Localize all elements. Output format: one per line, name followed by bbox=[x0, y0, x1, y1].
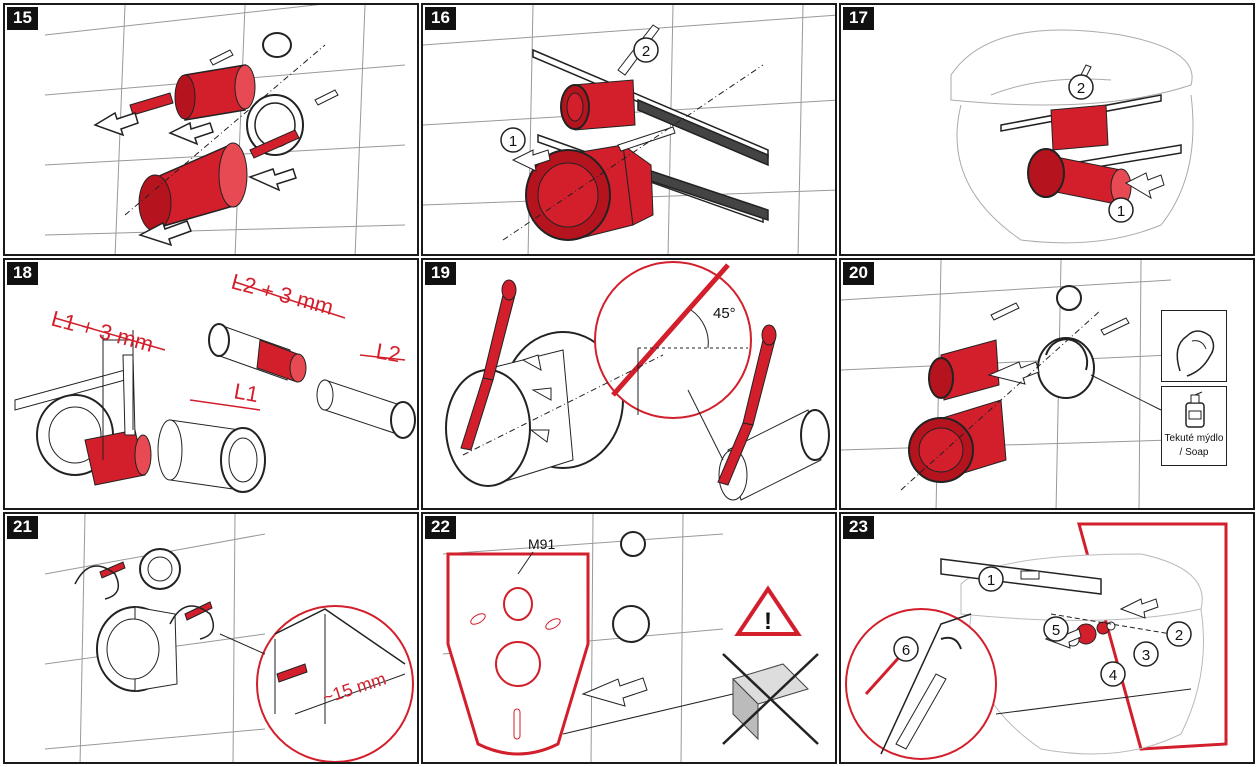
magnified-detail-circle: 45° bbox=[594, 261, 752, 419]
warning-triangle-icon: ! bbox=[734, 585, 802, 636]
red-pipe-part bbox=[928, 339, 1000, 401]
step-16-illustration: 2 1 bbox=[423, 5, 835, 254]
svg-text:1: 1 bbox=[1117, 203, 1125, 220]
dim-label-l2: L2 bbox=[374, 338, 402, 367]
step-22-panel: M91 ! 22 bbox=[421, 512, 837, 764]
step-23-illustration: 1 2 3 4 5 6 bbox=[845, 522, 1228, 760]
step-23-panel: 1 2 3 4 5 6 23 bbox=[839, 512, 1255, 764]
wc-bowl-outline bbox=[950, 29, 1194, 244]
step-18-illustration: L1 + 3 mm L2 + 3 mm L1 L2 bbox=[14, 269, 416, 493]
step-number: 15 bbox=[7, 7, 38, 30]
step-number: 19 bbox=[425, 262, 456, 285]
fixing-parts bbox=[1066, 621, 1116, 647]
red-pipe-part bbox=[1027, 148, 1132, 206]
callout-1 bbox=[1108, 197, 1134, 223]
sound-insulation-pad bbox=[446, 552, 590, 756]
dim-label-l1-plus-3: L1 + 3 mm bbox=[49, 306, 156, 357]
step-number: 22 bbox=[425, 516, 456, 539]
step-22-illustration: M91 ! bbox=[442, 514, 819, 762]
step-number: 17 bbox=[843, 7, 874, 30]
bolt-icon bbox=[99, 561, 213, 621]
callout-2 bbox=[633, 37, 659, 63]
step-number: 20 bbox=[843, 262, 874, 285]
step-19-panel: 45° 19 bbox=[421, 258, 837, 510]
soap-label-line1: Tekuté mýdlo bbox=[1164, 433, 1224, 444]
red-large-coupling bbox=[525, 143, 654, 241]
coupling-with-ribs bbox=[445, 331, 624, 487]
liquid-soap-icon: Tekuté mýdlo / Soap bbox=[1161, 386, 1227, 466]
step-20-panel: Tekuté mýdlo / Soap 20 bbox=[839, 258, 1255, 510]
svg-text:1: 1 bbox=[509, 133, 517, 150]
step-21-illustration: ~15 mm bbox=[44, 514, 414, 762]
step-number: 23 bbox=[843, 516, 874, 539]
red-large-coupling bbox=[908, 399, 1007, 483]
dim-label-l2-plus-3: L2 + 3 mm bbox=[229, 269, 336, 320]
step-18-panel: L1 + 3 mm L2 + 3 mm L1 L2 18 bbox=[3, 258, 419, 510]
svg-text:3: 3 bbox=[1142, 647, 1150, 664]
callout-circles: 1 2 3 4 5 6 bbox=[893, 566, 1192, 687]
dim-label-l1: L1 bbox=[232, 378, 260, 407]
step-20-illustration bbox=[841, 260, 1172, 508]
step-21-panel: ~15 mm 21 bbox=[3, 512, 419, 764]
step-15-panel: 15 bbox=[3, 3, 419, 256]
pipe-with-file bbox=[717, 324, 830, 501]
step-number: 16 bbox=[425, 7, 456, 30]
svg-text:6: 6 bbox=[902, 642, 910, 659]
part-label-m91: M91 bbox=[528, 536, 555, 552]
pipe-l2 bbox=[316, 379, 416, 439]
callout-1 bbox=[500, 127, 526, 153]
step-15-illustration bbox=[44, 5, 406, 254]
svg-text:4: 4 bbox=[1109, 667, 1117, 684]
soap-label-line2: / Soap bbox=[1179, 447, 1209, 458]
soap-hands-icon bbox=[1161, 310, 1227, 382]
step-number: 21 bbox=[7, 516, 38, 539]
svg-text:!: ! bbox=[764, 608, 772, 635]
step-19-illustration: 45° bbox=[445, 261, 830, 501]
magnified-detail-circle bbox=[845, 608, 997, 760]
step-17-panel: 2 1 17 bbox=[839, 3, 1255, 256]
pipe-short-red bbox=[208, 323, 307, 383]
no-cutter-icon bbox=[722, 653, 819, 745]
step-number: 18 bbox=[7, 262, 38, 285]
spirit-level bbox=[940, 558, 1102, 595]
installed-pipe-measure bbox=[14, 330, 152, 486]
svg-text:2: 2 bbox=[1077, 80, 1085, 97]
red-large-coupling bbox=[138, 142, 248, 232]
svg-text:1: 1 bbox=[987, 572, 995, 589]
step-17-illustration: 2 1 bbox=[950, 29, 1194, 244]
magnified-detail-circle: ~15 mm bbox=[256, 605, 414, 762]
red-pipe-part bbox=[560, 79, 636, 131]
svg-text:2: 2 bbox=[1175, 627, 1183, 644]
angle-label: 45° bbox=[713, 305, 736, 322]
step-16-panel: 2 1 16 bbox=[421, 3, 837, 256]
svg-text:2: 2 bbox=[642, 43, 650, 60]
deburring-file-tool bbox=[460, 279, 517, 451]
coupling-l1 bbox=[157, 419, 266, 493]
red-pipe-part bbox=[174, 64, 256, 121]
svg-text:5: 5 bbox=[1052, 622, 1060, 639]
arrow-icon bbox=[93, 111, 297, 247]
callout-2 bbox=[1068, 74, 1094, 100]
coupling-part bbox=[96, 548, 181, 692]
rotate-arrow-icon bbox=[74, 565, 215, 640]
